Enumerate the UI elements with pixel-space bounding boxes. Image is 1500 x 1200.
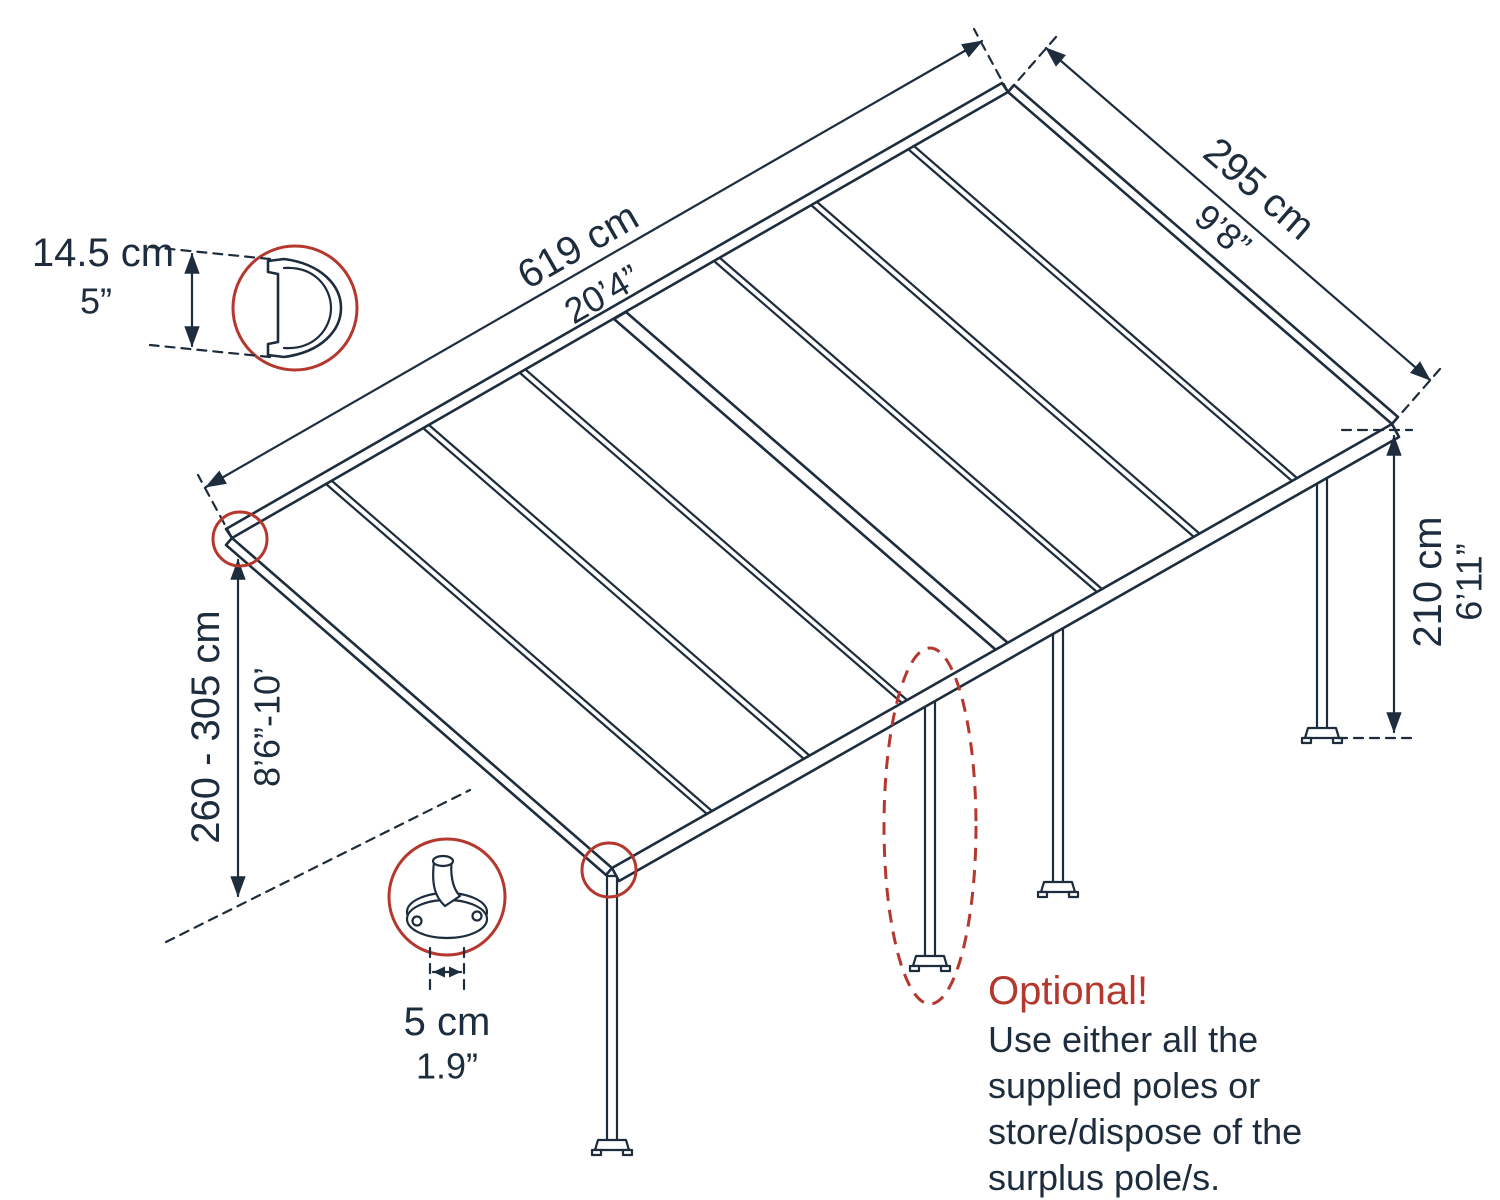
extension-line <box>1006 35 1058 94</box>
extension-line <box>148 343 272 359</box>
post-column <box>1051 620 1065 886</box>
post-foot <box>590 1138 634 1157</box>
ground-reference-line <box>164 788 472 944</box>
gutter-profile-inner-line <box>282 266 333 350</box>
optional-note-heading: Optional! <box>988 969 1148 1013</box>
foot-detail: 5 cm 1.9” <box>387 837 507 1087</box>
corner-joint-highlight <box>580 841 638 899</box>
dimension-post-height: 210 cm 6’11” <box>1336 428 1490 740</box>
optional-note: Optional! Use either all the supplied po… <box>988 969 1302 1198</box>
detail-circle <box>387 837 507 957</box>
profile-height-cm-label: 14.5 cm <box>32 231 174 275</box>
extension-line <box>196 473 234 540</box>
profile-height-in-label: 5” <box>80 281 112 322</box>
detail-circle <box>231 244 359 372</box>
post-foot <box>1300 726 1344 745</box>
post-front-left <box>590 874 634 1157</box>
foot-post-stub <box>432 858 462 908</box>
post-width-cm-label: 5 cm <box>404 1000 491 1044</box>
extension-line <box>972 27 1010 94</box>
dimension-attachment-height: 260 - 305 cm 8’6”-10’ <box>164 558 472 944</box>
dimension-arrow <box>204 39 984 489</box>
post-width-in-label: 1.9” <box>416 1046 478 1087</box>
posts <box>590 470 1344 1157</box>
optional-note-line: Use either all the <box>988 1019 1258 1060</box>
attachment-height-cm-label: 260 - 305 cm <box>184 610 228 843</box>
foot-bolt <box>471 910 483 922</box>
optional-note-line: surplus pole/s. <box>988 1157 1220 1198</box>
post-right <box>1300 470 1344 745</box>
attachment-height-ft-label: 8’6”-10’ <box>247 667 288 787</box>
post-foot <box>1036 880 1080 899</box>
roof-left-beam <box>224 536 614 877</box>
post-height-cm-label: 210 cm <box>1406 516 1450 647</box>
optional-pole-highlight <box>882 646 978 1006</box>
post-height-ft-label: 6’11” <box>1449 543 1490 620</box>
dimension-arrow <box>1044 46 1432 382</box>
extension-line <box>1390 367 1442 426</box>
post-column <box>1315 470 1329 732</box>
post-middle <box>1036 620 1080 899</box>
optional-note-line: supplied poles or <box>988 1065 1260 1106</box>
profile-detail: 14.5 cm 5” <box>32 231 359 372</box>
post-column <box>923 693 937 960</box>
post-column <box>605 874 619 1144</box>
post-optional <box>908 693 952 973</box>
foot-post-stub-cap <box>431 854 455 868</box>
extension-line <box>148 245 272 261</box>
foot-bolt <box>411 915 423 927</box>
optional-note-line: store/dispose of the <box>988 1111 1302 1152</box>
corner-joint-highlight <box>211 510 269 568</box>
post-foot <box>908 954 952 973</box>
